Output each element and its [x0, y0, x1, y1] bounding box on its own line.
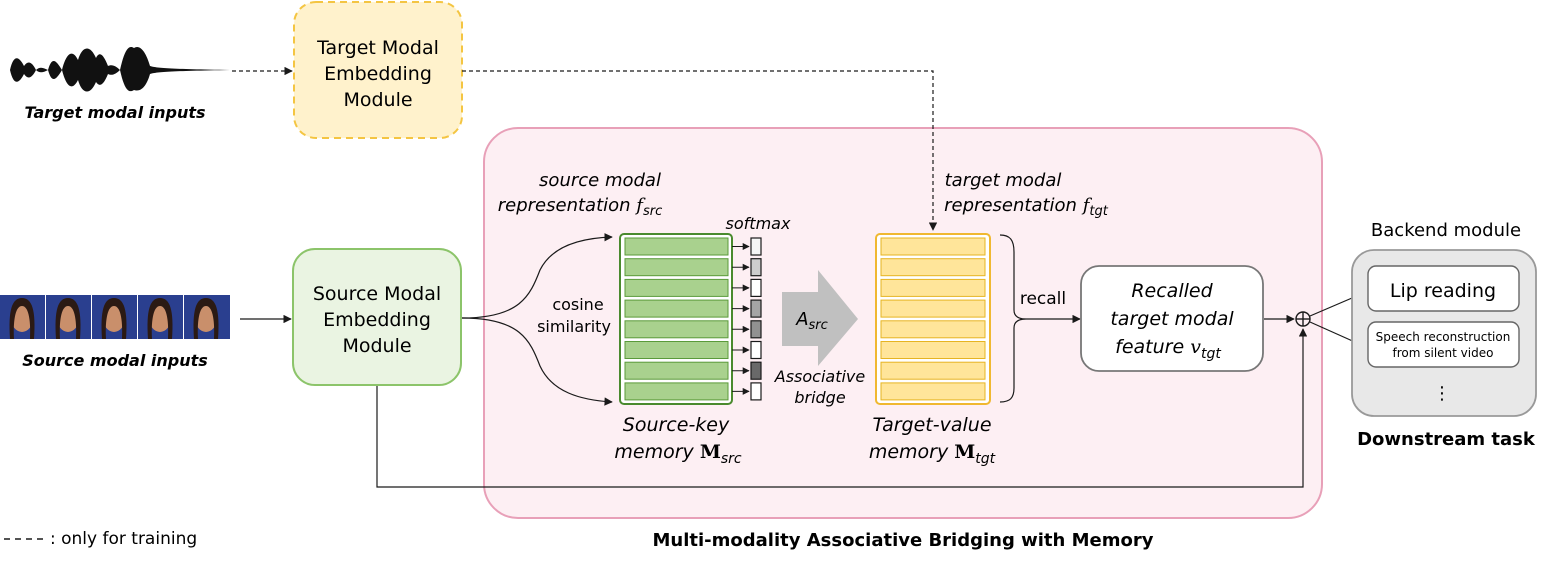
lip-reading-box	[1367, 265, 1520, 312]
target-value-memory	[875, 233, 991, 405]
more-tasks-ellipsis: ⋮	[1433, 383, 1451, 404]
softmax-cell	[750, 237, 762, 256]
value-memory-slot	[880, 299, 986, 318]
assoc-symbol: Asrc	[795, 309, 828, 333]
key-memory-slot	[624, 299, 729, 318]
softmax-label: softmax	[726, 214, 791, 233]
softmax-cell	[750, 382, 762, 401]
associative-bridge-arrow-icon	[782, 270, 858, 366]
recalled-feature-box: Recalled target modal feature vtgt	[1080, 265, 1264, 372]
source-to-key-upper-arrow	[461, 233, 613, 319]
recalled-line2: target modal	[1110, 308, 1234, 330]
softmax-cell	[750, 320, 762, 339]
backend-module: Lip reading Speech reconstruction from s…	[1351, 249, 1537, 417]
softmax-vector	[732, 237, 762, 401]
legend-text: : only for training	[50, 529, 197, 549]
source-to-key-lower-arrow	[461, 317, 613, 406]
value-memory-slot	[880, 320, 986, 339]
cosine-line1: cosine	[552, 295, 603, 314]
target-embedding-line3: Module	[343, 89, 412, 111]
target-embedding-line2: Embedding	[324, 63, 432, 85]
target-representation-line1: target modal	[945, 170, 1062, 191]
source-embedding-module: Source Modal Embedding Module	[292, 248, 462, 386]
speech-reconstruction-line1: Speech reconstruction	[1376, 330, 1511, 344]
speech-reconstruction-line2: from silent video	[1393, 346, 1494, 360]
value-memory-slot	[880, 341, 986, 359]
key-memory-line1: Source-key	[623, 414, 730, 436]
source-representation-line2: representation fsrc	[498, 195, 662, 219]
backend-title: Backend module	[1371, 220, 1521, 241]
assoc-label-line2: bridge	[794, 388, 845, 407]
target-input-label: Target modal inputs	[24, 103, 205, 122]
softmax-cell	[750, 299, 762, 318]
recalled-line3: feature vtgt	[1115, 336, 1221, 362]
source-input-label: Source modal inputs	[22, 351, 208, 370]
target-embedding-module: Target Modal Embedding Module	[293, 1, 463, 139]
cosine-line2: similarity	[537, 317, 611, 336]
value-memory-slot	[880, 361, 986, 380]
value-memory-slot	[880, 278, 986, 297]
target-representation-line2: representation ftgt	[944, 195, 1109, 219]
value-memory-line2: memory Mtgt	[869, 441, 996, 467]
downstream-task-label: Downstream task	[1357, 429, 1536, 450]
softmax-cell	[750, 361, 762, 380]
lip-reading-label: Lip reading	[1390, 280, 1496, 302]
sum-node-icon	[1295, 311, 1311, 327]
value-memory-slot	[880, 382, 986, 401]
key-memory-slot	[624, 278, 729, 297]
softmax-cell	[750, 258, 762, 277]
recalled-line1: Recalled	[1131, 280, 1213, 302]
key-memory-slot	[624, 382, 729, 401]
softmax-cell	[750, 278, 762, 297]
value-memory-line1: Target-value	[872, 414, 991, 436]
bridge-title: Multi-modality Associative Bridging with…	[653, 530, 1154, 551]
value-memory-slot	[880, 237, 986, 256]
speech-reconstruction-box	[1367, 321, 1520, 368]
key-memory-line2: memory Msrc	[614, 441, 742, 467]
source-key-memory	[619, 233, 733, 405]
key-memory-slot	[624, 341, 729, 359]
skip-connection	[376, 328, 1308, 488]
key-memory-slot	[624, 361, 729, 380]
legend: : only for training	[4, 529, 197, 549]
target-to-value-memory-arrow	[462, 70, 938, 231]
target-embedding-line1: Target Modal	[316, 37, 439, 59]
source-embedding-line3: Module	[342, 335, 411, 357]
source-representation-line1: source modal	[539, 170, 661, 191]
source-embedding-line1: Source Modal	[313, 283, 441, 305]
connectors	[232, 66, 1367, 488]
audio-waveform-icon	[10, 46, 230, 92]
key-memory-slot	[624, 320, 729, 339]
softmax-cell	[750, 340, 762, 360]
key-memory-slot	[624, 258, 729, 277]
value-memory-slot	[880, 258, 986, 277]
key-memory-slot	[624, 237, 729, 256]
assoc-label-line1: Associative	[774, 367, 866, 386]
source-embedding-line2: Embedding	[323, 309, 431, 331]
recall-label: recall	[1020, 289, 1066, 309]
face-video-frames-icon	[0, 295, 230, 339]
